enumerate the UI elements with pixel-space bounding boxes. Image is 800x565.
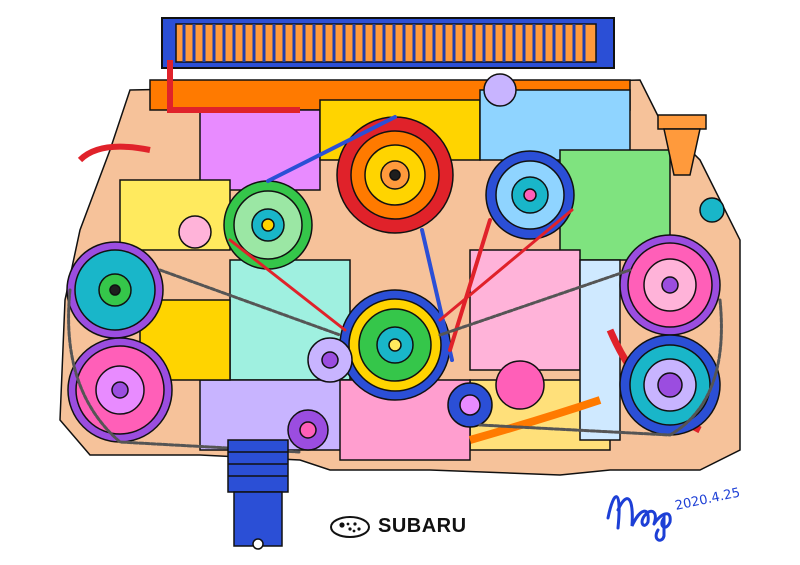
left-upper-cam-pulley [66, 241, 164, 339]
oil-filter [227, 439, 289, 550]
water-pump-pulley [223, 180, 313, 270]
alternator [336, 116, 454, 234]
subaru-stars-logo-icon [330, 515, 370, 538]
right-lower-cam-pulley [619, 334, 721, 436]
left-lower-cam-pulley [67, 337, 173, 443]
svg-text:2020.4.25: 2020.4.25 [674, 485, 740, 513]
brand-name: SUBARU [378, 515, 467, 537]
crankshaft-pulley [339, 289, 451, 401]
idler-pulleys [178, 73, 725, 451]
oil-filler [657, 114, 707, 176]
power-steering-pulley [485, 150, 575, 240]
artist-signature: 2020.4.25 [606, 485, 740, 542]
right-upper-cam-pulley [619, 234, 721, 336]
drive-belts [67, 115, 723, 454]
intercooler [161, 17, 615, 69]
subaru-logo: SUBARU [330, 515, 467, 538]
